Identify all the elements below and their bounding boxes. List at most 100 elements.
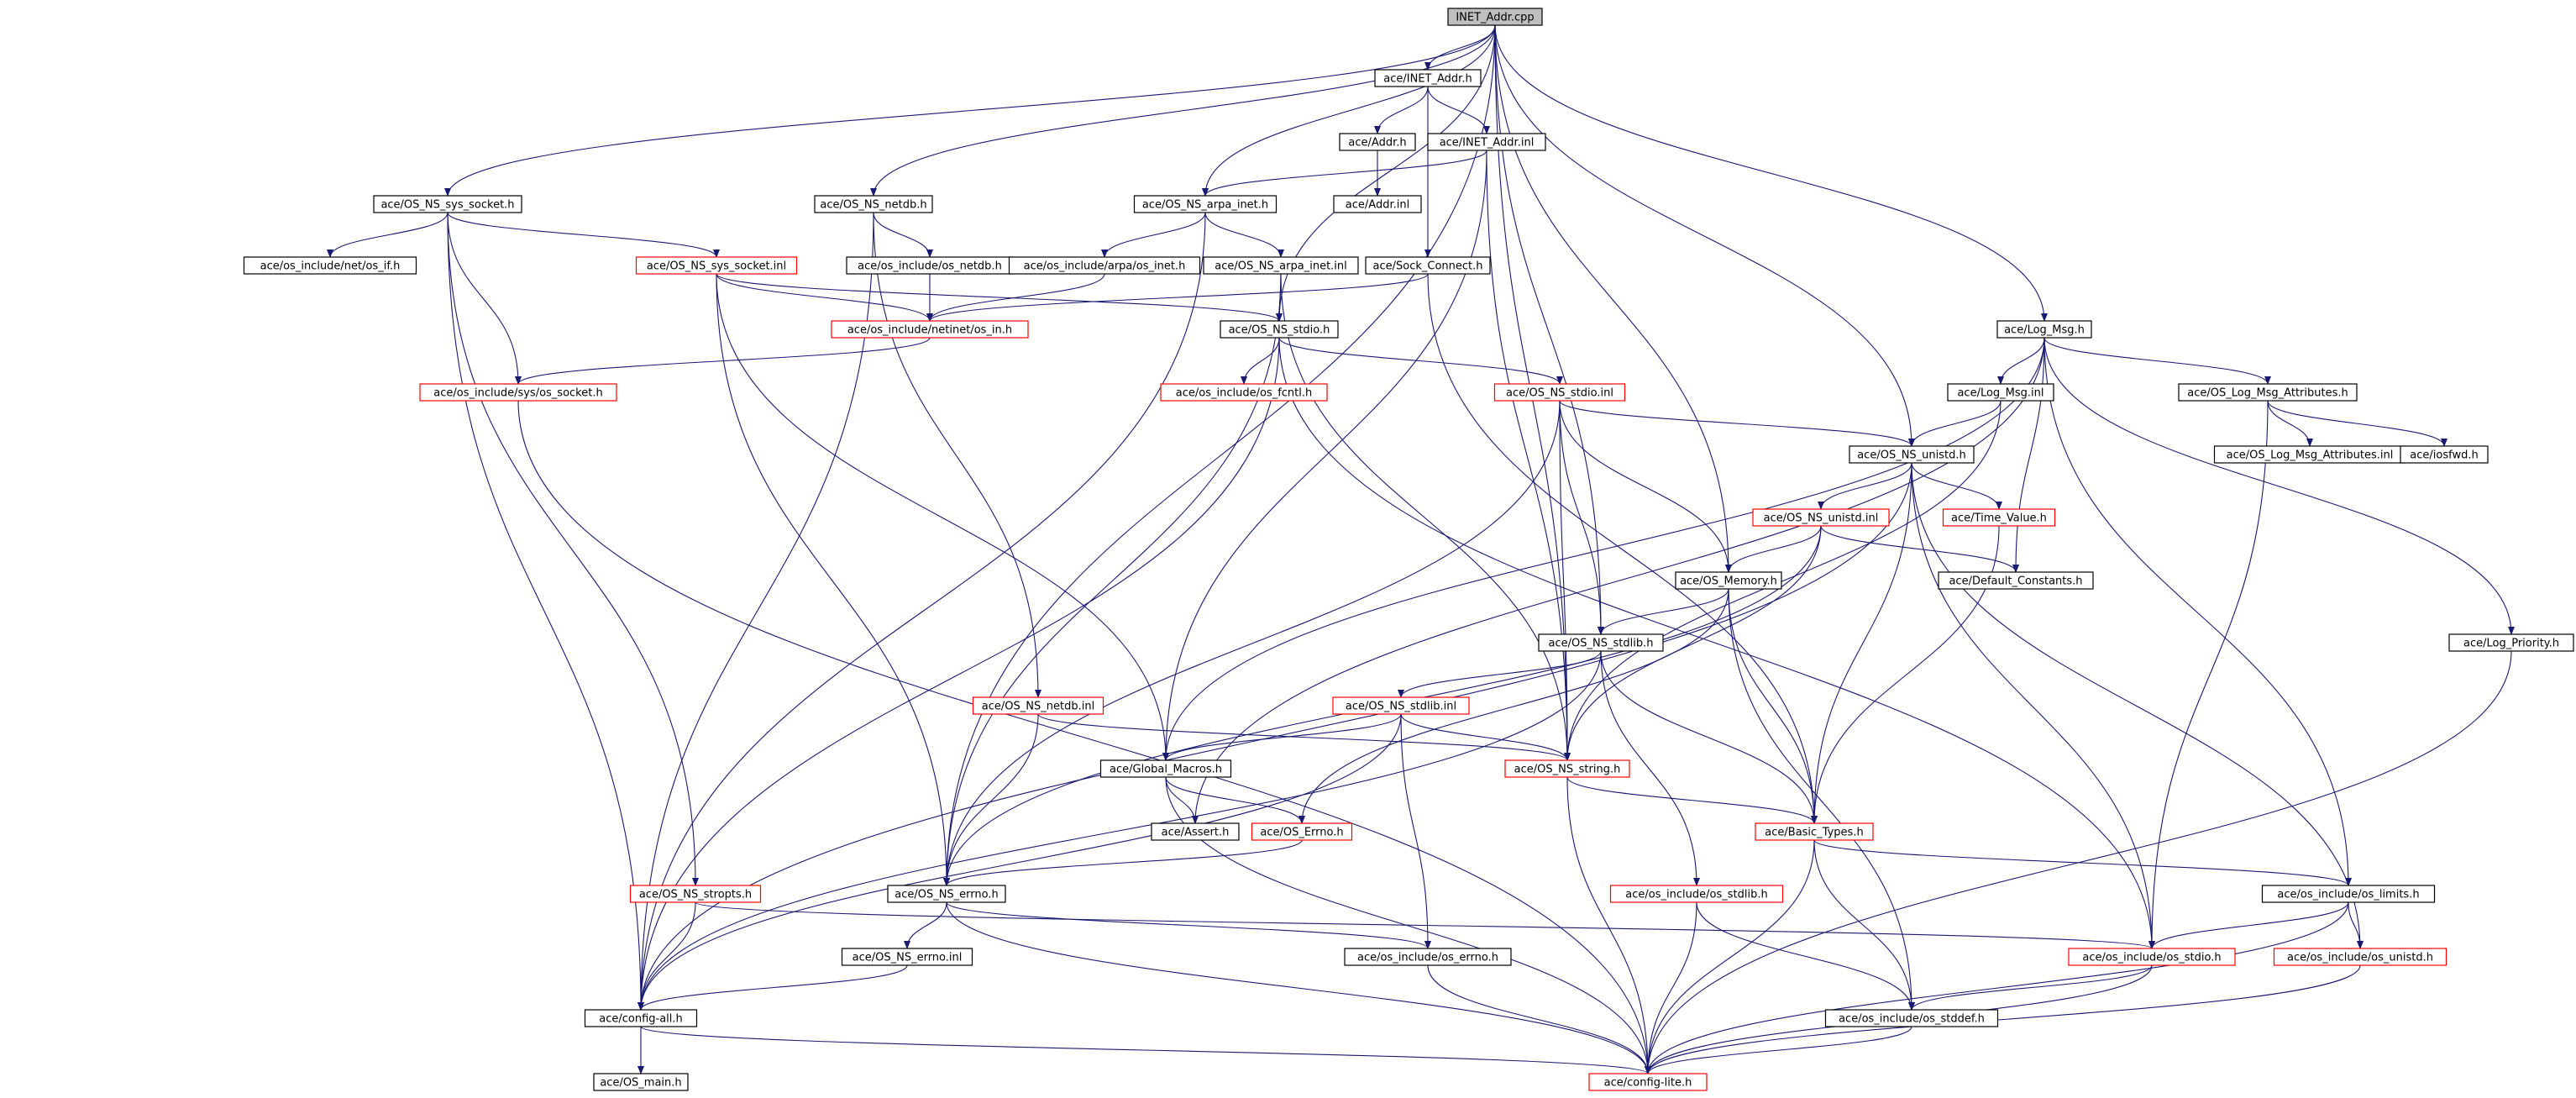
node-arpa-inet-h[interactable]: ace/os_include/arpa/os_inet.h — [1008, 256, 1201, 275]
node-box[interactable] — [635, 256, 798, 275]
node-os-ns-netdb-inl[interactable]: ace/OS_NS_netdb.inl — [972, 696, 1104, 715]
node-box[interactable] — [419, 383, 617, 402]
node-box[interactable] — [841, 948, 973, 966]
node-os-main-h[interactable]: ace/OS_main.h — [593, 1073, 689, 1091]
node-sock-connect-h[interactable]: ace/Sock_Connect.h — [1365, 256, 1491, 275]
node-box[interactable] — [2261, 885, 2436, 903]
node-box[interactable] — [2068, 948, 2236, 966]
node-box[interactable] — [1365, 256, 1491, 275]
node-box[interactable] — [1008, 256, 1201, 275]
node-box[interactable] — [1493, 383, 1626, 402]
node-box[interactable] — [1675, 571, 1782, 590]
node-os-ns-stdlib-h[interactable]: ace/OS_NS_stdlib.h — [1538, 633, 1664, 652]
node-box[interactable] — [1203, 256, 1359, 275]
node-os-ns-errno-h[interactable]: ace/OS_NS_errno.h — [887, 885, 1006, 903]
node-log-msg-inl[interactable]: ace/Log_Msg.inl — [1947, 383, 2054, 402]
node-os-netdb-h[interactable]: ace/os_include/os_netdb.h — [846, 256, 1014, 275]
node-os-log-msg-attributes-inl[interactable]: ace/OS_Log_Msg_Attributes.inl — [2213, 445, 2406, 464]
node-box[interactable] — [1133, 195, 1278, 213]
node-box[interactable] — [1160, 383, 1328, 402]
node-box[interactable] — [2400, 445, 2489, 464]
node-box[interactable] — [1996, 320, 2092, 339]
node-box[interactable] — [1333, 195, 1422, 213]
node-box[interactable] — [2448, 633, 2574, 652]
node-os-errno-h[interactable]: ace/OS_Errno.h — [1251, 822, 1353, 841]
node-box[interactable] — [831, 320, 1029, 339]
node-box[interactable] — [887, 885, 1006, 903]
node-box[interactable] — [814, 195, 933, 213]
node-os-errno-inc-h[interactable]: ace/os_include/os_errno.h — [1344, 948, 1512, 966]
node-basic-types-h[interactable]: ace/Basic_Types.h — [1755, 822, 1874, 841]
node-box[interactable] — [373, 195, 522, 213]
node-os-fcntl-h[interactable]: ace/os_include/os_fcntl.h — [1160, 383, 1328, 402]
node-log-msg-h[interactable]: ace/Log_Msg.h — [1996, 320, 2092, 339]
node-os-if-h[interactable]: ace/os_include/net/os_if.h — [243, 256, 417, 275]
node-addr-inl[interactable]: ace/Addr.inl — [1333, 195, 1422, 213]
node-os-limits-h[interactable]: ace/os_include/os_limits.h — [2261, 885, 2436, 903]
edge-log_msg_inl-to-os_ns_unistd_h — [1908, 400, 2002, 447]
node-os-stddef-h[interactable]: ace/os_include/os_stddef.h — [1824, 1009, 1999, 1027]
node-box[interactable] — [1588, 1073, 1708, 1091]
node-os-ns-arpa-inet-h[interactable]: ace/OS_NS_arpa_inet.h — [1133, 195, 1278, 213]
node-box[interactable] — [972, 696, 1104, 715]
node-box[interactable] — [1752, 508, 1890, 527]
node-box[interactable] — [1344, 948, 1512, 966]
node-box[interactable] — [2273, 948, 2447, 966]
node-box[interactable] — [1849, 445, 1975, 464]
node-box[interactable] — [593, 1073, 689, 1091]
node-box[interactable] — [1099, 759, 1232, 778]
node-box[interactable] — [1942, 508, 2056, 527]
node-inet-addr-h[interactable]: ace/INET_Addr.h — [1374, 69, 1482, 87]
node-os-ns-string-h[interactable]: ace/OS_NS_string.h — [1504, 759, 1630, 778]
node-box[interactable] — [1427, 133, 1546, 151]
node-inet-addr-inl[interactable]: ace/INET_Addr.inl — [1427, 133, 1546, 151]
node-os-ns-errno-inl[interactable]: ace/OS_NS_errno.inl — [841, 948, 973, 966]
node-os-ns-netdb-h[interactable]: ace/OS_NS_netdb.h — [814, 195, 933, 213]
node-os-stdio-h[interactable]: ace/os_include/os_stdio.h — [2068, 948, 2236, 966]
node-box[interactable] — [1538, 633, 1664, 652]
node-os-ns-unistd-h[interactable]: ace/OS_NS_unistd.h — [1849, 445, 1975, 464]
node-box[interactable] — [1374, 69, 1482, 87]
node-config-lite-h[interactable]: ace/config-lite.h — [1588, 1073, 1708, 1091]
node-os-ns-stdio-h[interactable]: ace/OS_NS_stdio.h — [1220, 320, 1339, 339]
node-default-constants-h[interactable]: ace/Default_Constants.h — [1938, 571, 2094, 590]
node-os-ns-stropts-h[interactable]: ace/OS_NS_stropts.h — [629, 885, 762, 903]
node-box[interactable] — [1938, 571, 2094, 590]
node-iosfwd-h[interactable]: ace/iosfwd.h — [2400, 445, 2489, 464]
node-assert-h[interactable]: ace/Assert.h — [1151, 822, 1240, 841]
node-global-macros-h[interactable]: ace/Global_Macros.h — [1099, 759, 1232, 778]
node-box[interactable] — [1755, 822, 1874, 841]
node-box[interactable] — [1251, 822, 1353, 841]
node-os-ns-arpa-inet-inl[interactable]: ace/OS_NS_arpa_inet.inl — [1203, 256, 1359, 275]
node-os-stdlib-h[interactable]: ace/os_include/os_stdlib.h — [1609, 885, 1784, 903]
node-box[interactable] — [243, 256, 417, 275]
node-box[interactable] — [1151, 822, 1240, 841]
node-log-priority-h[interactable]: ace/Log_Priority.h — [2448, 633, 2574, 652]
node-sys-os-socket-h[interactable]: ace/os_include/sys/os_socket.h — [419, 383, 617, 402]
node-box[interactable] — [1447, 8, 1543, 26]
edge-os_ns_arpa_inet_h-to-arpa_inet_h — [1101, 212, 1206, 258]
node-box[interactable] — [1504, 759, 1630, 778]
node-box[interactable] — [1332, 696, 1470, 715]
node-os-ns-stdlib-inl[interactable]: ace/OS_NS_stdlib.inl — [1332, 696, 1470, 715]
node-os-ns-sys-socket-inl[interactable]: ace/OS_NS_sys_socket.inl — [635, 256, 798, 275]
node-os-ns-unistd-inl[interactable]: ace/OS_NS_unistd.inl — [1752, 508, 1890, 527]
node-box[interactable] — [1609, 885, 1784, 903]
node-box[interactable] — [1339, 133, 1416, 151]
node-box[interactable] — [1824, 1009, 1999, 1027]
node-box[interactable] — [584, 1009, 698, 1027]
node-time-value-h[interactable]: ace/Time_Value.h — [1942, 508, 2056, 527]
node-box[interactable] — [629, 885, 762, 903]
node-root[interactable]: INET_Addr.cpp — [1447, 8, 1543, 26]
node-netinet-in-h[interactable]: ace/os_include/netinet/os_in.h — [831, 320, 1029, 339]
node-config-all-h[interactable]: ace/config-all.h — [584, 1009, 698, 1027]
node-box[interactable] — [1220, 320, 1339, 339]
node-box[interactable] — [2178, 383, 2358, 402]
node-os-log-msg-attributes-h[interactable]: ace/OS_Log_Msg_Attributes.h — [2178, 383, 2358, 402]
node-box[interactable] — [1947, 383, 2054, 402]
node-os-unistd-h[interactable]: ace/os_include/os_unistd.h — [2273, 948, 2447, 966]
node-os-ns-stdio-inl[interactable]: ace/OS_NS_stdio.inl — [1493, 383, 1626, 402]
node-os-ns-sys-socket-h[interactable]: ace/OS_NS_sys_socket.h — [373, 195, 522, 213]
node-os-memory-h[interactable]: ace/OS_Memory.h — [1675, 571, 1782, 590]
node-addr-h[interactable]: ace/Addr.h — [1339, 133, 1416, 151]
